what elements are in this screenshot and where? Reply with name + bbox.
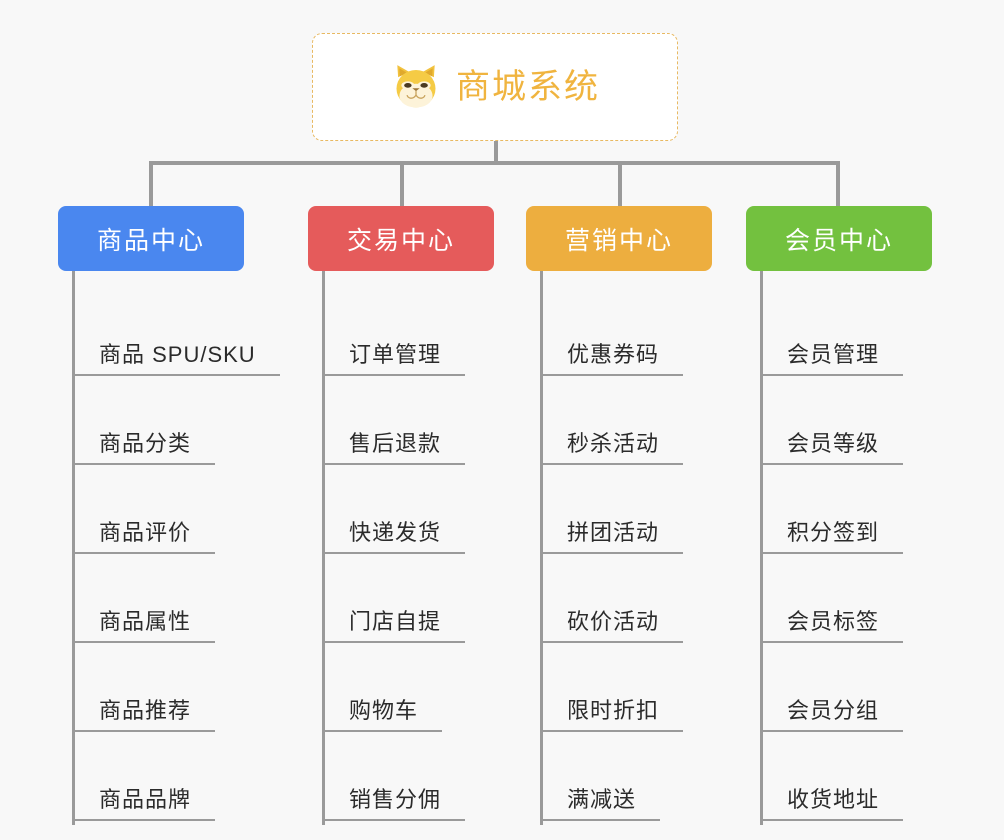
- leaf-label: 会员等级: [763, 431, 904, 465]
- leaf-label: 砍价活动: [543, 609, 684, 643]
- leaf-label: 收货地址: [763, 787, 904, 821]
- shiba-dog-face-icon: [396, 65, 436, 108]
- list-item[interactable]: 商品评价: [75, 469, 278, 558]
- leaf-label: 会员管理: [763, 342, 904, 376]
- leaf-label: 商品属性: [75, 609, 216, 643]
- category-header-label: 商品中心: [96, 226, 205, 255]
- connector-drop-1: [149, 161, 153, 207]
- category-header-trade[interactable]: 交易中心: [308, 206, 494, 271]
- list-item[interactable]: 会员管理: [763, 291, 966, 380]
- category-column-product: 商品中心 商品 SPU/SKU 商品分类 商品评价 商品属性 商品推荐 商品品牌: [58, 206, 280, 825]
- leaf-list-marketing: 优惠券码 秒杀活动 拼团活动 砍价活动 限时折扣 满减送: [540, 271, 746, 825]
- list-item[interactable]: 商品品牌: [75, 736, 278, 825]
- list-item[interactable]: 订单管理: [325, 291, 528, 380]
- connector-drop-2: [400, 161, 404, 207]
- list-item[interactable]: 商品 SPU/SKU: [75, 291, 280, 380]
- category-header-member[interactable]: 会员中心: [746, 206, 932, 271]
- leaf-label: 商品推荐: [75, 698, 216, 732]
- category-column-marketing: 营销中心 优惠券码 秒杀活动 拼团活动 砍价活动 限时折扣 满减送: [526, 206, 746, 825]
- list-item[interactable]: 快递发货: [325, 469, 528, 558]
- list-item[interactable]: 商品属性: [75, 558, 278, 647]
- list-item[interactable]: 购物车: [325, 647, 528, 736]
- category-header-label: 会员中心: [784, 226, 893, 255]
- list-item[interactable]: 会员等级: [763, 380, 966, 469]
- connector-drop-4: [836, 161, 840, 207]
- leaf-label: 秒杀活动: [543, 431, 684, 465]
- list-item[interactable]: 砍价活动: [543, 558, 746, 647]
- leaf-label: 优惠券码: [543, 342, 684, 376]
- leaf-label: 快递发货: [325, 520, 466, 554]
- list-item[interactable]: 商品推荐: [75, 647, 278, 736]
- category-header-marketing[interactable]: 营销中心: [526, 206, 712, 271]
- category-header-product[interactable]: 商品中心: [58, 206, 244, 271]
- connector-bus-bar: [149, 161, 840, 165]
- category-column-trade: 交易中心 订单管理 售后退款 快递发货 门店自提 购物车 销售分佣: [308, 206, 528, 825]
- list-item[interactable]: 会员分组: [763, 647, 966, 736]
- leaf-label: 拼团活动: [543, 520, 684, 554]
- leaf-label: 限时折扣: [543, 698, 684, 732]
- connector-drop-3: [618, 161, 622, 207]
- leaf-label: 门店自提: [325, 609, 466, 643]
- list-item[interactable]: 门店自提: [325, 558, 528, 647]
- leaf-label: 积分签到: [763, 520, 904, 554]
- connector-root-stem: [494, 141, 498, 163]
- leaf-list-member: 会员管理 会员等级 积分签到 会员标签 会员分组 收货地址: [760, 271, 966, 825]
- leaf-label: 售后退款: [325, 431, 466, 465]
- leaf-list-trade: 订单管理 售后退款 快递发货 门店自提 购物车 销售分佣: [322, 271, 528, 825]
- list-item[interactable]: 积分签到: [763, 469, 966, 558]
- list-item[interactable]: 限时折扣: [543, 647, 746, 736]
- leaf-list-product: 商品 SPU/SKU 商品分类 商品评价 商品属性 商品推荐 商品品牌: [72, 271, 280, 825]
- leaf-label: 满减送: [543, 787, 661, 821]
- category-header-label: 交易中心: [346, 226, 455, 255]
- list-item[interactable]: 满减送: [543, 736, 746, 825]
- list-item[interactable]: 优惠券码: [543, 291, 746, 380]
- category-header-label: 营销中心: [564, 226, 673, 255]
- leaf-label: 商品分类: [75, 431, 216, 465]
- list-item[interactable]: 销售分佣: [325, 736, 528, 825]
- list-item[interactable]: 秒杀活动: [543, 380, 746, 469]
- category-column-member: 会员中心 会员管理 会员等级 积分签到 会员标签 会员分组 收货地址: [746, 206, 966, 825]
- leaf-label: 商品评价: [75, 520, 216, 554]
- root-node-label: 商城系统: [456, 68, 600, 106]
- list-item[interactable]: 商品分类: [75, 380, 278, 469]
- leaf-label: 会员分组: [763, 698, 904, 732]
- list-item[interactable]: 收货地址: [763, 736, 966, 825]
- leaf-label: 会员标签: [763, 609, 904, 643]
- leaf-label: 订单管理: [325, 342, 466, 376]
- list-item[interactable]: 拼团活动: [543, 469, 746, 558]
- leaf-label: 销售分佣: [325, 787, 466, 821]
- leaf-label: 购物车: [325, 698, 443, 732]
- leaf-label: 商品 SPU/SKU: [75, 342, 280, 376]
- root-node-shop-system[interactable]: 商城系统: [312, 33, 678, 141]
- leaf-label: 商品品牌: [75, 787, 216, 821]
- list-item[interactable]: 售后退款: [325, 380, 528, 469]
- list-item[interactable]: 会员标签: [763, 558, 966, 647]
